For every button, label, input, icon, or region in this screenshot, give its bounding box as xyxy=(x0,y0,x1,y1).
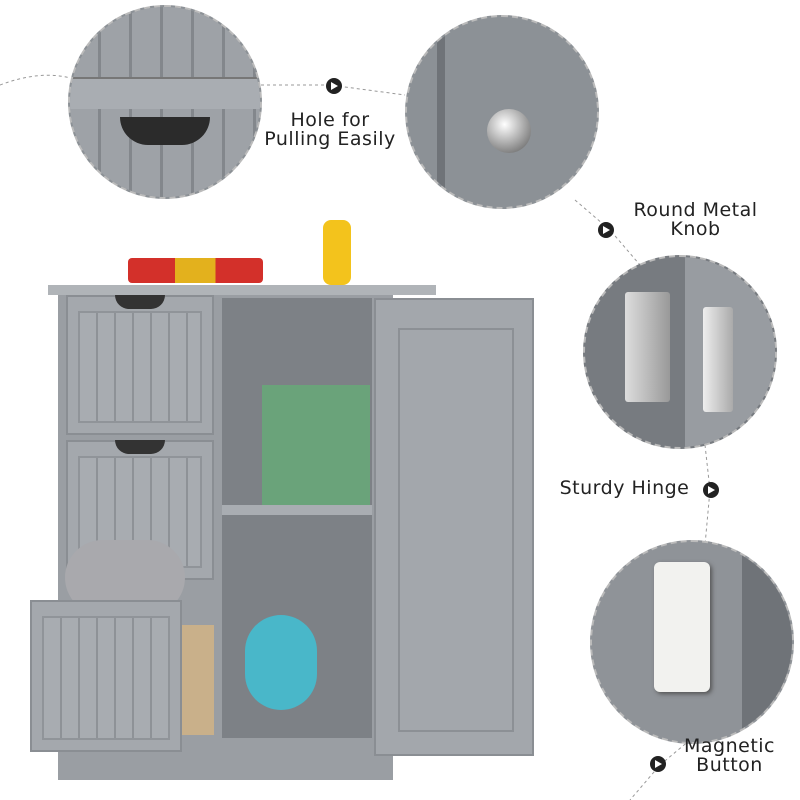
label-line: Sturdy Hinge xyxy=(559,477,690,499)
magnet-detail xyxy=(590,540,794,744)
arrow-circle-icon xyxy=(650,756,666,772)
label-line: Magnetic xyxy=(683,735,775,757)
magnet-label: Magnetic Button xyxy=(672,737,787,775)
hole-label: Hole for Pulling Easily xyxy=(255,111,405,149)
metal-knob-icon xyxy=(487,109,531,153)
shelf xyxy=(222,505,372,515)
drawer-side xyxy=(182,625,214,735)
arrow-circle-icon xyxy=(703,482,719,498)
arrow-circle-icon xyxy=(326,78,342,94)
knob-label: Round Metal Knob xyxy=(618,201,773,239)
label-line: Button xyxy=(696,754,763,776)
label-line: Pulling Easily xyxy=(264,128,396,150)
hinge-detail xyxy=(583,255,777,449)
drawer-bottom-open[interactable] xyxy=(30,600,182,752)
toy-drum xyxy=(245,615,317,710)
drawer-top[interactable] xyxy=(66,295,214,435)
toy-walkie-talkie xyxy=(323,220,351,285)
label-line: Round Metal xyxy=(633,199,758,221)
arrow-circle-icon xyxy=(598,222,614,238)
drawer-hole-detail xyxy=(68,5,262,199)
label-line: Knob xyxy=(670,218,721,240)
label-line: Hole for xyxy=(290,109,370,131)
knob-detail xyxy=(405,15,599,209)
cabinet-door-open[interactable] xyxy=(374,298,534,756)
books xyxy=(262,385,370,505)
toy-train xyxy=(128,258,263,283)
hinge-label: Sturdy Hinge xyxy=(552,479,697,498)
cabinet-top xyxy=(48,285,436,295)
